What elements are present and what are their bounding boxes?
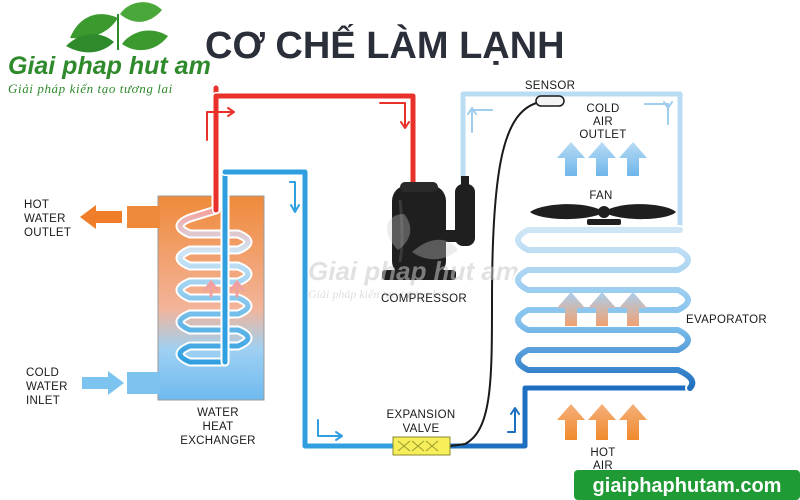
- expansion-valve: [392, 436, 451, 456]
- hot-water-out-arrow: [80, 205, 122, 229]
- suction-line: [459, 90, 684, 234]
- expansion-valve-label-line1: EXPANSION: [387, 409, 456, 421]
- sensor-capillary: [449, 101, 541, 447]
- cold-air-outlet-label-line2: AIR: [593, 116, 613, 128]
- cold-water-inlet-label-line2: WATER: [26, 381, 68, 393]
- leaf-logo-icon: [66, 2, 168, 53]
- cold-water-inlet-label-line1: COLD: [26, 367, 59, 379]
- exchanger-label-line3: EXCHANGER: [180, 435, 256, 447]
- fan-icon: [530, 204, 676, 225]
- hot-water-pipe: [127, 206, 160, 228]
- cold-air-outlet-label-line1: COLD: [586, 103, 619, 115]
- hot-water-outlet-label-line1: HOT: [24, 199, 49, 211]
- cold-water-in-arrow: [82, 371, 124, 395]
- sensor-label: SENSOR: [525, 80, 575, 92]
- evaporator-label: EVAPORATOR: [686, 314, 767, 326]
- page-title: CƠ CHẾ LÀM LẠNH: [205, 23, 565, 67]
- watermark: Giai phap hut am Giải pháp kiến tạo tươn…: [308, 214, 519, 301]
- cold-refrigerant-line: [221, 168, 694, 450]
- hot-air-label-line2: AIR: [593, 460, 613, 472]
- exchanger-label-line2: HEAT: [202, 421, 233, 433]
- cold-water-pipe: [127, 372, 160, 394]
- hot-water-outlet-label-line3: OUTLET: [24, 227, 71, 239]
- cold-water-inlet-label-line3: INLET: [26, 395, 60, 407]
- hot-water-outlet-label-line2: WATER: [24, 213, 66, 225]
- sensor-bulb: [535, 95, 565, 107]
- exchanger-label-line1: WATER: [197, 407, 239, 419]
- hot-air-arrows: [557, 404, 647, 440]
- warm-air-arrows: [557, 292, 647, 326]
- exchanger-coil: [175, 83, 253, 367]
- cold-air-outlet-label-line3: OUTLET: [579, 129, 626, 141]
- compressor-label: COMPRESSOR: [381, 293, 467, 305]
- website-bar: [574, 470, 800, 500]
- fan-label: FAN: [589, 190, 612, 202]
- compressor: [382, 176, 475, 280]
- website-link[interactable]: giaiphaphutam.com: [593, 475, 782, 497]
- cold-air-arrows: [557, 142, 647, 176]
- expansion-valve-label-line2: VALVE: [403, 423, 440, 435]
- watermark-brand: Giai phap hut am: [308, 256, 519, 286]
- hot-air-label-line1: HOT: [590, 447, 615, 459]
- watermark-tagline: Giải pháp kiến tạo tương lai: [308, 287, 445, 301]
- hot-refrigerant-line: [206, 92, 417, 214]
- brand-name: Giai phap hut am: [8, 52, 211, 80]
- evaporator: [513, 225, 698, 393]
- brand-tagline: Giải pháp kiến tạo tương lai: [8, 81, 173, 96]
- brand-logo: Giai phap hut am Giải pháp kiến tạo tươn…: [8, 2, 211, 96]
